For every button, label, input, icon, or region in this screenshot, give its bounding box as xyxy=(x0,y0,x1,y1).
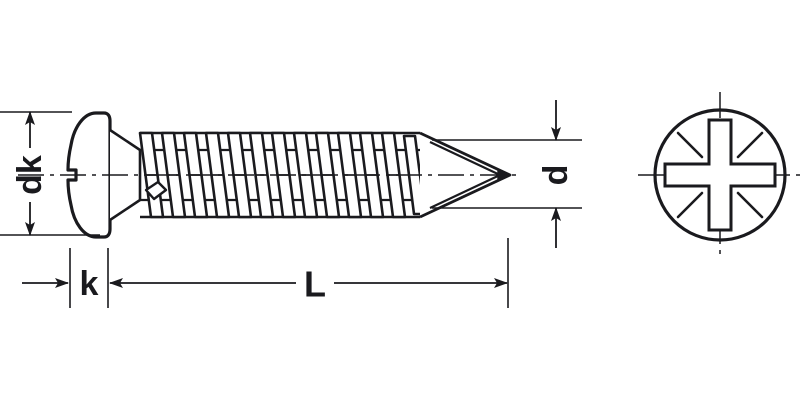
thread-lead-in-notch xyxy=(144,180,168,201)
head-outer-circle xyxy=(653,108,787,242)
dimension-label-dk: dk xyxy=(11,155,49,195)
dimension-dk: dk xyxy=(0,111,100,236)
side-elevation-view xyxy=(18,111,516,239)
head-end-view xyxy=(638,92,800,258)
dimension-d: d xyxy=(432,100,582,248)
pozidriv-cross-recess xyxy=(663,118,777,232)
dimension-L: L xyxy=(109,238,509,308)
dimension-label-d: d xyxy=(537,165,575,186)
dimension-label-L: L xyxy=(304,264,326,305)
screw-head-outline xyxy=(66,111,112,239)
dimension-k: k xyxy=(22,248,109,308)
pozidriv-diagonal-ribs xyxy=(676,131,764,219)
dimension-label-k: k xyxy=(80,265,99,303)
